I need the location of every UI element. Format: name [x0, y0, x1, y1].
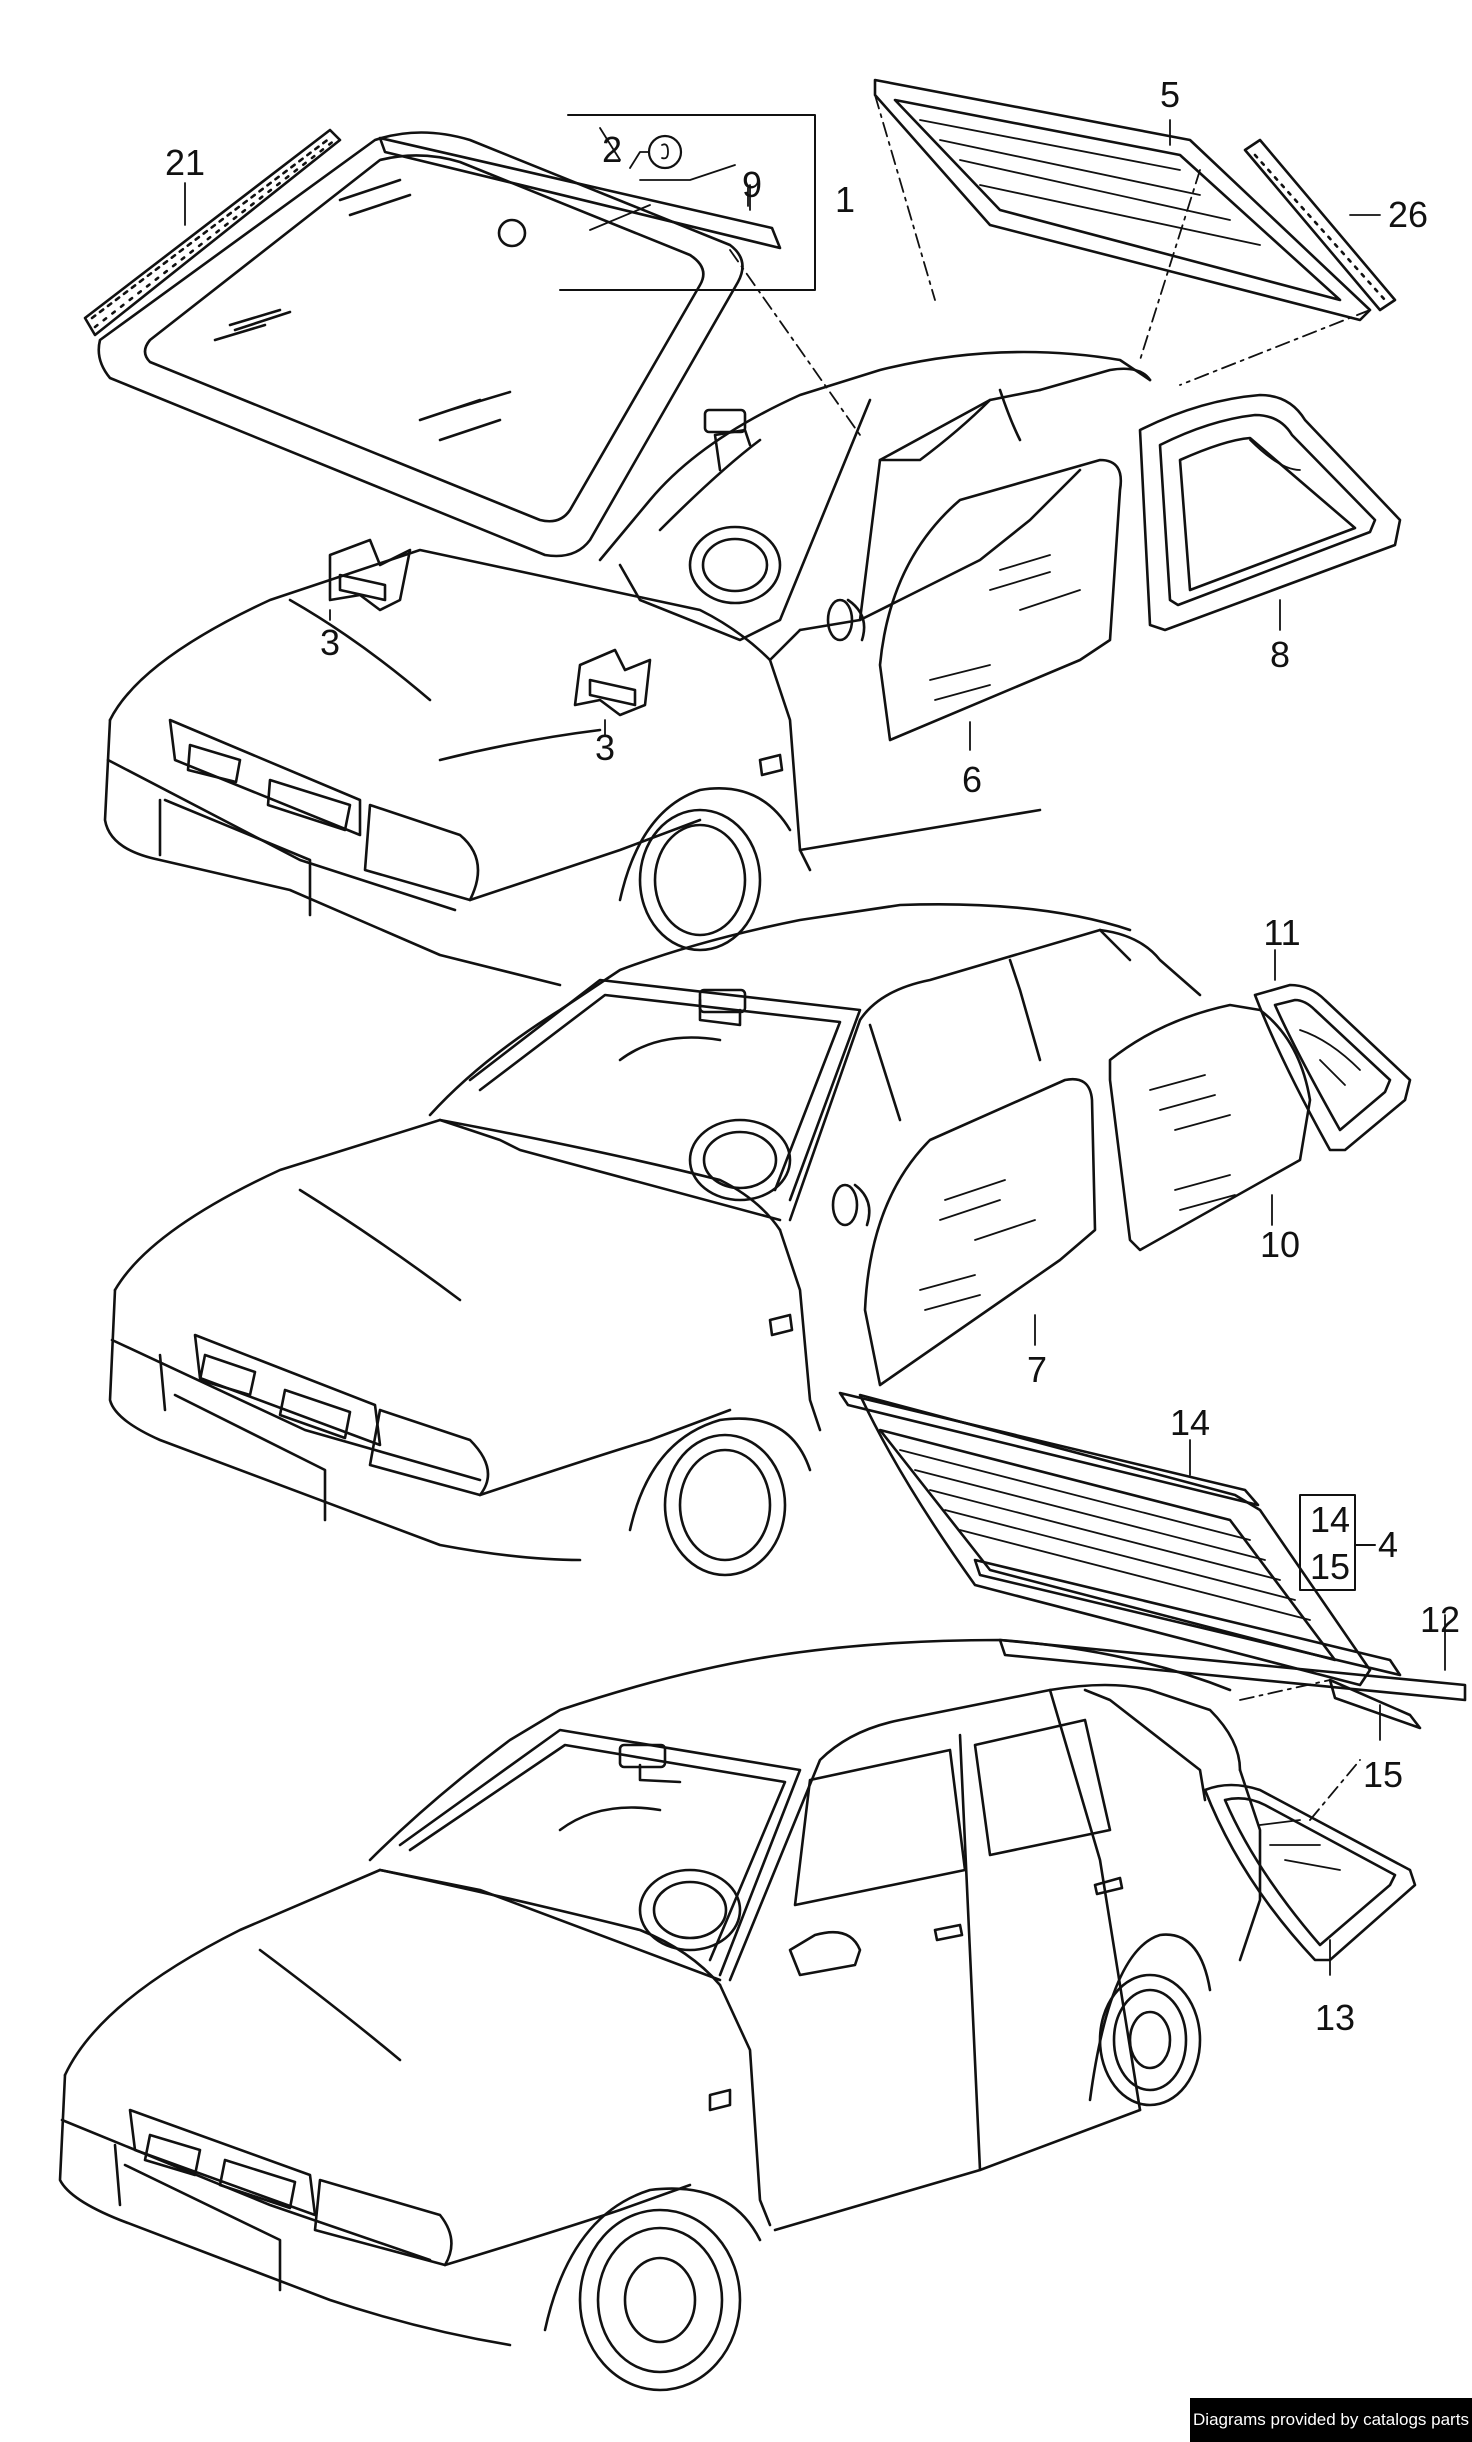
callout-5: 5: [1159, 74, 1181, 115]
bracket-4: [1299, 1494, 1376, 1591]
callout-3-upper: 3: [319, 622, 341, 663]
door-glass-7: [863, 1077, 1097, 1387]
car-sedan-bottom: [58, 1638, 1262, 2392]
door-glass-6: [878, 458, 1123, 742]
car-hatchback-middle: [108, 902, 1202, 1577]
callout-8: 8: [1269, 634, 1291, 675]
clip-3b: [573, 648, 652, 717]
callout-6: 6: [961, 759, 983, 800]
callout-1: 1: [834, 179, 856, 220]
clip-3a: [328, 538, 412, 612]
car-hatchback-top: [103, 350, 1152, 987]
leader-lines-top: [184, 94, 1381, 751]
quarter-glass-13: [1203, 1783, 1417, 1962]
assembly-lines: [1239, 1679, 1361, 1821]
leader-lines-middle: [1034, 949, 1446, 1976]
callout-2: 2: [601, 129, 623, 170]
callout-12: 12: [1419, 1599, 1461, 1640]
callout-26: 26: [1387, 194, 1429, 235]
callout-3-lower: 3: [594, 727, 616, 768]
credit-banner: Diagrams provided by catalogs parts: [1190, 2398, 1472, 2442]
callout-11: 11: [1263, 912, 1301, 953]
callout-9: 9: [741, 164, 763, 205]
callout-10: 10: [1259, 1224, 1301, 1265]
callout-7: 7: [1026, 1349, 1048, 1390]
windshield-part: [83, 128, 782, 558]
callout-14-bracket: 14: [1309, 1499, 1351, 1540]
quarter-glass-8: [1138, 393, 1402, 632]
rear-window-part: [873, 78, 1397, 322]
callout-15: 15: [1362, 1754, 1404, 1795]
callout-4: 4: [1377, 1524, 1399, 1565]
bracket-1: [559, 114, 816, 291]
callout-14: 14: [1169, 1402, 1211, 1443]
callout-21: 21: [164, 142, 206, 183]
quarter-glass-11: [1253, 983, 1412, 1152]
callout-15-bracket: 15: [1309, 1546, 1351, 1587]
door-glass-10: [1108, 1003, 1312, 1252]
rear-window-14-15: [838, 1391, 1467, 1730]
callout-13: 13: [1314, 1997, 1356, 2038]
